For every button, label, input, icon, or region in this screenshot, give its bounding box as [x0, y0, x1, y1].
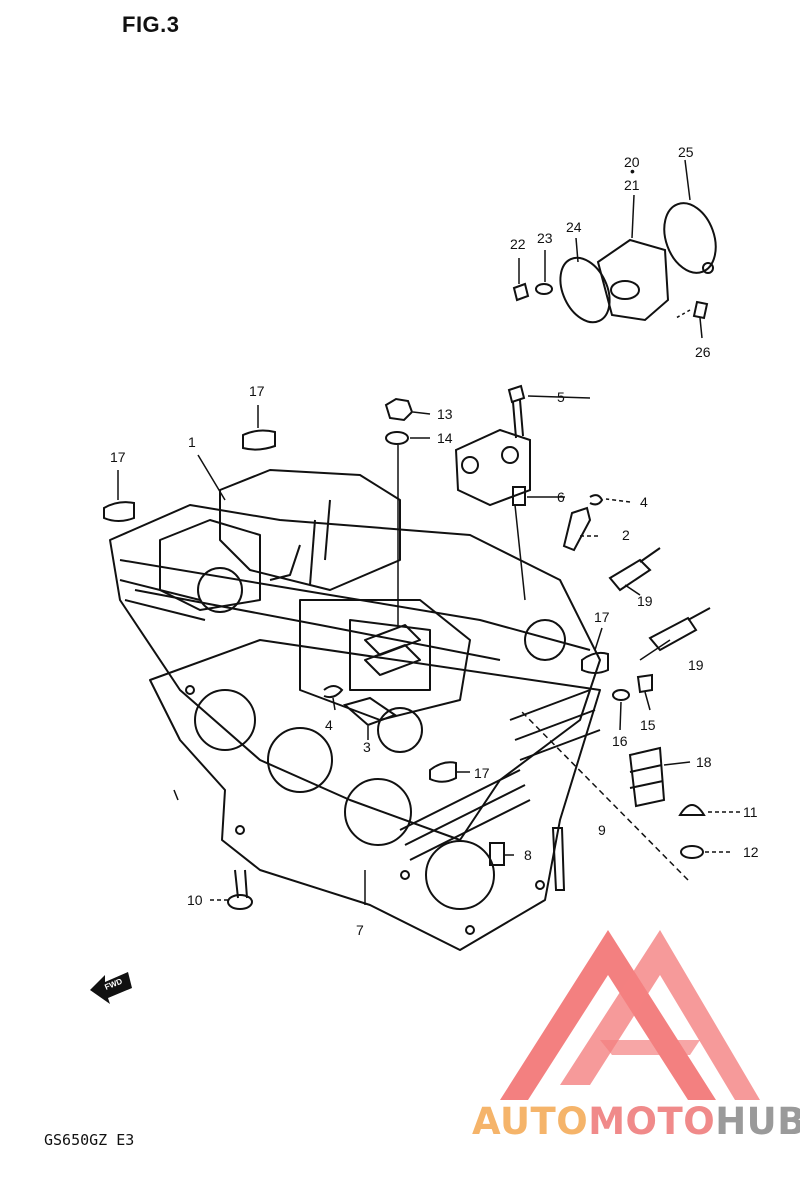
model-code: GS650GZ E3: [44, 1131, 135, 1149]
callout-17-left: 17: [110, 449, 126, 465]
callout-19-lower: 19: [688, 657, 704, 673]
callout-9: 9: [598, 822, 606, 838]
callout-17-lower: 17: [474, 765, 490, 781]
callout-13: 13: [437, 406, 453, 422]
brand-part-hub: HUB: [715, 1100, 800, 1143]
brand-part-auto: AUTO: [472, 1100, 589, 1143]
callout-25: 25: [678, 144, 694, 160]
cylinder-head-assembly: [109, 469, 601, 951]
fwd-arrow-icon: FWD: [90, 972, 132, 1004]
small-parts: [103, 384, 711, 910]
callout-23: 23: [537, 230, 553, 246]
brand-part-moto: MOTO: [588, 1100, 716, 1143]
callout-17-top: 17: [249, 383, 265, 399]
callout-11: 11: [743, 804, 758, 820]
callout-22: 22: [510, 236, 526, 252]
callout-1: 1: [188, 434, 196, 450]
callout-10: 10: [187, 892, 203, 908]
callout-7: 7: [356, 922, 364, 938]
watermark-logo: [500, 930, 760, 1100]
intake-pipe-assembly: [512, 202, 717, 324]
callout-16: 16: [612, 733, 628, 749]
callout-numbers: 1 2 3 4 4 5 6 7 8 9 10 11 12 13 14 15 16…: [110, 144, 759, 938]
callout-4-left: 4: [325, 717, 333, 733]
callout-24: 24: [566, 219, 582, 235]
callout-17-right: 17: [594, 609, 610, 625]
callout-6: 6: [557, 489, 565, 505]
callout-12: 12: [743, 844, 759, 860]
watermark-brand-text: AUTOMOTOHUB: [472, 1100, 800, 1143]
callout-4-right: 4: [640, 494, 648, 510]
callout-14: 14: [437, 430, 453, 446]
figure-title: FIG.3: [122, 12, 180, 37]
leader-lines: [117, 159, 740, 905]
callout-20: 20: [624, 154, 640, 170]
callout-19-upper: 19: [637, 593, 653, 609]
callout-2: 2: [622, 527, 630, 543]
callout-15: 15: [640, 717, 656, 733]
callout-8: 8: [524, 847, 532, 863]
svg-text:•: •: [630, 163, 635, 179]
callout-26: 26: [695, 344, 711, 360]
callout-21: 21: [624, 177, 640, 193]
callout-3: 3: [363, 739, 371, 755]
callout-18: 18: [696, 754, 712, 770]
callout-5: 5: [557, 389, 565, 405]
